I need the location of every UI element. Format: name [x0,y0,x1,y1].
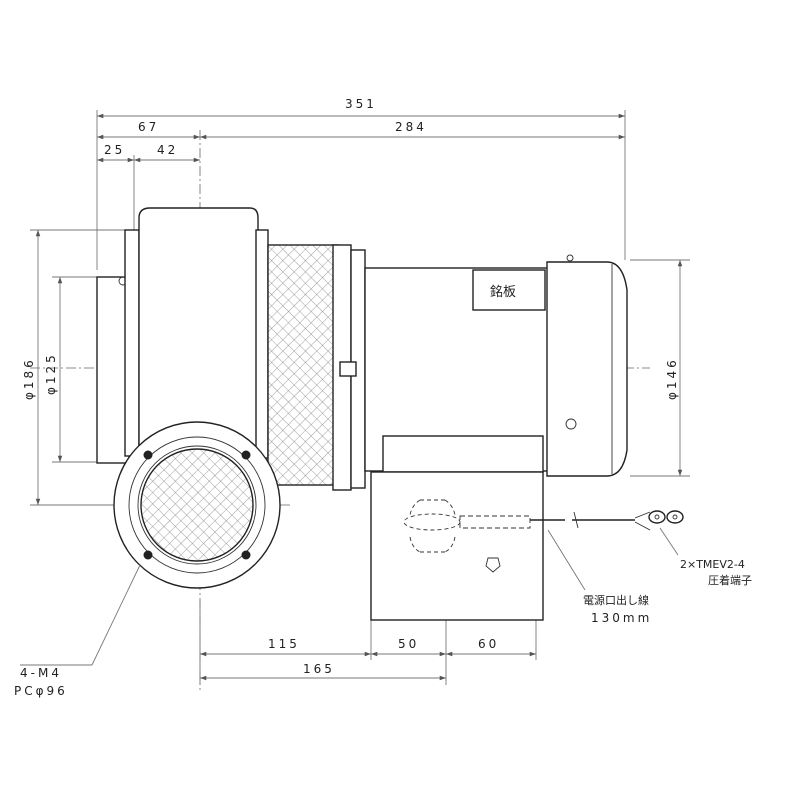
dim-motor-section: 284 [395,120,427,134]
dim-left-section: 67 [138,120,159,134]
dim-base-total: 165 [303,662,335,676]
dim-flange-offset: 25 [104,143,125,157]
left-dimensions [30,229,140,506]
lead-length: 130mm [591,611,652,625]
outlet-flange [113,421,281,589]
dim-base-right: 60 [478,637,499,651]
inlet-duct [96,276,130,464]
bolt-spec: 4-M4 [20,666,62,680]
scroll-housing [124,207,275,459]
dim-base-mid: 50 [398,637,419,651]
terminal-spec: 2×TMEV2-4 [680,558,745,571]
bottom-dimensions [199,600,537,685]
terminal-type: 圧着端子 [708,573,752,587]
dim-base-center-offset: 115 [268,637,300,651]
power-lead [530,510,684,591]
bolt-leader [20,564,141,666]
top-dimensions [96,110,626,270]
dim-flange-to-center: 42 [157,143,178,157]
right-dimensions [630,259,690,477]
dim-total-length: 351 [345,97,377,111]
dim-inlet-diameter: φ125 [44,352,58,395]
dim-outlet-diameter: φ186 [22,357,36,400]
mesh-section [267,244,366,491]
base-mount [370,435,544,621]
bolt-pcd: PCφ96 [14,684,68,698]
dim-motor-diameter: φ146 [665,357,679,400]
motor-end-cap [546,254,628,477]
power-lead-label: 電源口出し線 [583,593,649,607]
nameplate-label: 銘板 [490,285,516,300]
